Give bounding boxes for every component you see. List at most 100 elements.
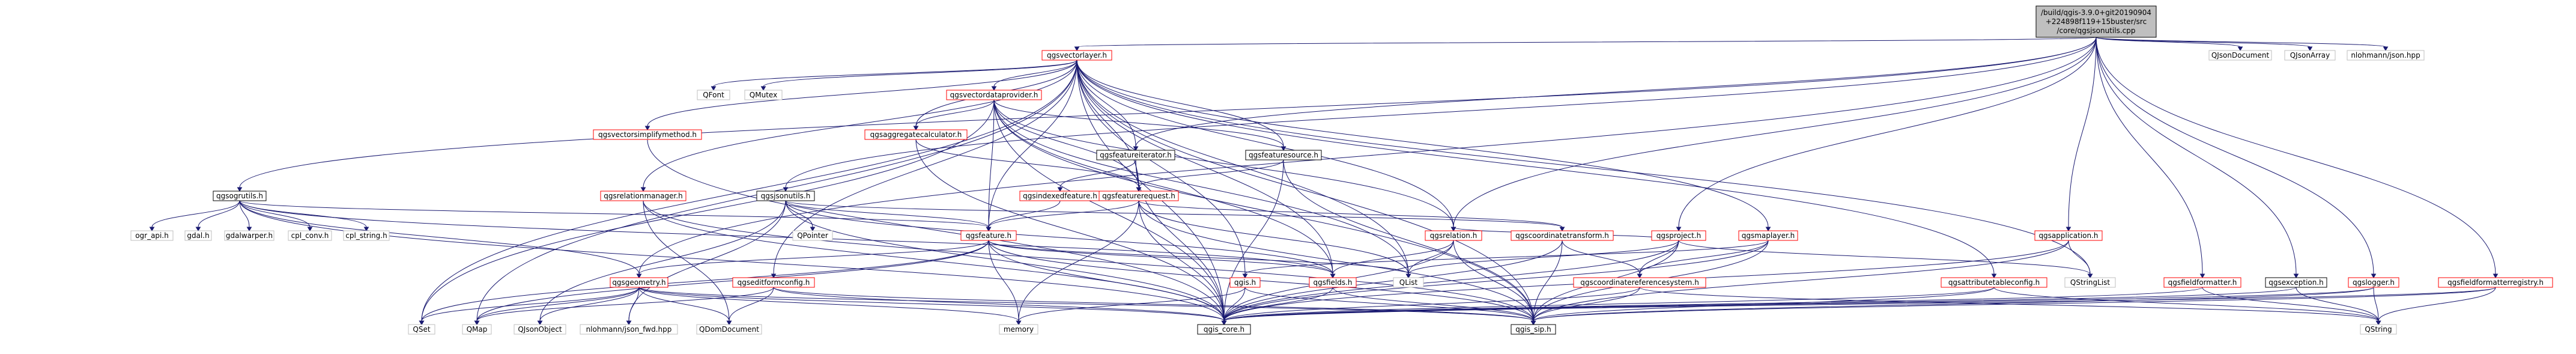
node-qstringlist: QStringList — [2064, 277, 2116, 288]
node-qgsfieldformatter[interactable]: qgsfieldformatter.h — [2163, 277, 2241, 288]
node-qgis[interactable]: qgis.h — [1229, 277, 1261, 288]
node-label: gdalwarper.h — [226, 231, 273, 240]
node-label: qgsproject.h — [1656, 231, 1702, 240]
node-qgsgeometry[interactable]: qgsgeometry.h — [610, 277, 668, 288]
node-qgsrelation[interactable]: qgsrelation.h — [1425, 230, 1482, 241]
node-qmutex: QMutex — [744, 90, 783, 100]
node-qgsmaplayer[interactable]: qgsmaplayer.h — [1738, 230, 1798, 241]
dependency-edge — [726, 287, 774, 325]
dependency-edge — [1057, 159, 1136, 192]
node-qgsfields[interactable]: qgsfields.h — [1309, 277, 1357, 288]
node-nlohmann_json_fwd: nlohmann/json_fwd.hpp — [580, 324, 678, 335]
dependency-edge — [986, 200, 1139, 231]
node-label: QFont — [703, 91, 724, 99]
dependency-edge — [1076, 60, 2093, 278]
dependency-edge — [237, 37, 2097, 192]
dependency-edge — [1637, 240, 1769, 278]
node-label: qgsaggregatecalculator.h — [870, 130, 962, 139]
dependency-edge — [1076, 60, 1248, 278]
dependency-edge — [239, 200, 992, 231]
node-label: qgis_sip.h — [1515, 325, 1551, 334]
node-label: QJsonObject — [518, 325, 562, 334]
dependency-edge — [1133, 37, 2097, 151]
node-label: ogr_api.h — [135, 231, 169, 240]
node-label: qgsfieldformatter.h — [2168, 278, 2237, 287]
node-label: qgscoordinatetransform.h — [1515, 231, 1609, 240]
node-qgsrelationmanager[interactable]: qgsrelationmanager.h — [600, 191, 686, 201]
dependency-edge — [1136, 159, 1284, 192]
node-label: qgsfeaturesource.h — [1249, 151, 1318, 159]
node-qdomdocument: QDomDocument — [696, 324, 762, 335]
node-qset: QSet — [408, 324, 435, 335]
node-label: qgsfields.h — [1313, 278, 1352, 287]
node-qgsvectorsimplifymethod[interactable]: qgsvectorsimplifymethod.h — [593, 129, 702, 140]
node-qgis_sip[interactable]: qgis_sip.h — [1511, 324, 1556, 335]
node-nlohmann_json: nlohmann/json.hpp — [2347, 50, 2425, 61]
dependency-edge — [636, 37, 2097, 278]
dependency-edge — [419, 287, 640, 325]
node-qgscoordinatereferencesystem[interactable]: qgscoordinatereferencesystem.h — [1573, 277, 1706, 288]
node-label: memory — [1004, 325, 1034, 334]
node-qmap: QMap — [462, 324, 492, 335]
node-label: QList — [1399, 278, 1418, 287]
node-qgslogger[interactable]: qgslogger.h — [2348, 277, 2399, 288]
dependency-edge — [1016, 287, 1246, 325]
dependency-edge — [993, 99, 1456, 231]
node-qgsproject[interactable]: qgsproject.h — [1651, 230, 1706, 241]
dependency-edge — [644, 60, 1077, 130]
dependency-edge — [419, 240, 989, 325]
node-label: QSet — [413, 325, 430, 334]
node-qgsfeatureiterator[interactable]: qgsfeatureiterator.h — [1096, 150, 1175, 160]
node-qgsaggregatecalculator[interactable]: qgsaggregatecalculator.h — [864, 129, 968, 140]
node-label: qgscoordinatereferencesystem.h — [1580, 278, 1699, 287]
dependency-edge — [1221, 287, 2496, 325]
node-qgsvectorlayer[interactable]: qgsvectorlayer.h — [1041, 50, 1112, 61]
dependency-edge — [636, 240, 989, 278]
node-qgsvectordataprovider[interactable]: qgsvectordataprovider.h — [946, 90, 1042, 100]
node-qgsfeature[interactable]: qgsfeature.h — [960, 230, 1017, 241]
dependency-edge — [711, 60, 1077, 91]
node-label: qgsvectordataprovider.h — [950, 91, 1038, 99]
dependency-edge — [1016, 200, 1139, 325]
dependency-edge — [1076, 60, 1997, 278]
dependency-edge — [626, 287, 640, 325]
node-label: qgsvectorsimplifymethod.h — [598, 130, 697, 139]
node-label: gdal.h — [187, 231, 209, 240]
node-qgsattributetableconfig[interactable]: qgsattributetableconfig.h — [1941, 277, 2047, 288]
node-qgsfieldformatterregistry[interactable]: qgsfieldformatterregistry.h — [2438, 277, 2553, 288]
dependency-edge — [643, 200, 1227, 325]
dependency-edge — [1074, 37, 2097, 51]
node-qjsondocument: QJsonDocument — [2208, 50, 2272, 61]
node-ogr_api: ogr_api.h — [130, 230, 174, 241]
dependency-edge — [474, 287, 774, 325]
node-qgsjsonutils[interactable]: qgsjsonutils.h — [756, 191, 815, 201]
node-qgseditformconfig[interactable]: qgseditformconfig.h — [732, 277, 815, 288]
node-qgsindexedfeature[interactable]: qgsindexedfeature.h — [1019, 191, 1101, 201]
dependency-edge — [2375, 287, 2496, 325]
node-gdalwarper: gdalwarper.h — [224, 230, 274, 241]
node-qgis_core[interactable]: qgis_core.h — [1197, 324, 1251, 335]
node-qgsapplication[interactable]: qgsapplication.h — [2034, 230, 2103, 241]
node-label: qgsapplication.h — [2038, 231, 2098, 240]
dependency-edge — [537, 287, 640, 325]
node-qgsfeaturesource[interactable]: qgsfeaturesource.h — [1245, 150, 1322, 160]
dependency-edge — [1138, 200, 1565, 231]
node-qgscoordinatetransform[interactable]: qgscoordinatetransform.h — [1511, 230, 1614, 241]
node-label: /build/qgis-3.9.0+git20190904 — [2041, 8, 2151, 17]
node-qgsogrutils[interactable]: qgsogrutils.h — [213, 191, 267, 201]
node-qlist: QList — [1393, 277, 1424, 288]
node-label: qgsexception.h — [2268, 278, 2324, 287]
node-label: QJsonDocument — [2211, 51, 2270, 60]
dependency-edge — [988, 240, 1022, 325]
dependency-edge — [474, 287, 640, 325]
node-label: qgslogger.h — [2353, 278, 2395, 287]
node-label: /core/qgsjsonutils.cpp — [2057, 26, 2136, 35]
node-qjsonarray: QJsonArray — [2284, 50, 2336, 61]
dependency-edge — [1330, 240, 1454, 278]
node-qgsexception[interactable]: qgsexception.h — [2265, 277, 2327, 288]
node-label: qgsrelation.h — [1430, 231, 1477, 240]
dependency-edge — [1637, 240, 1679, 278]
dependency-edge — [239, 200, 252, 231]
dependency-edge — [640, 60, 1077, 192]
node-qgsfeaturerequest[interactable]: qgsfeaturerequest.h — [1099, 191, 1179, 201]
